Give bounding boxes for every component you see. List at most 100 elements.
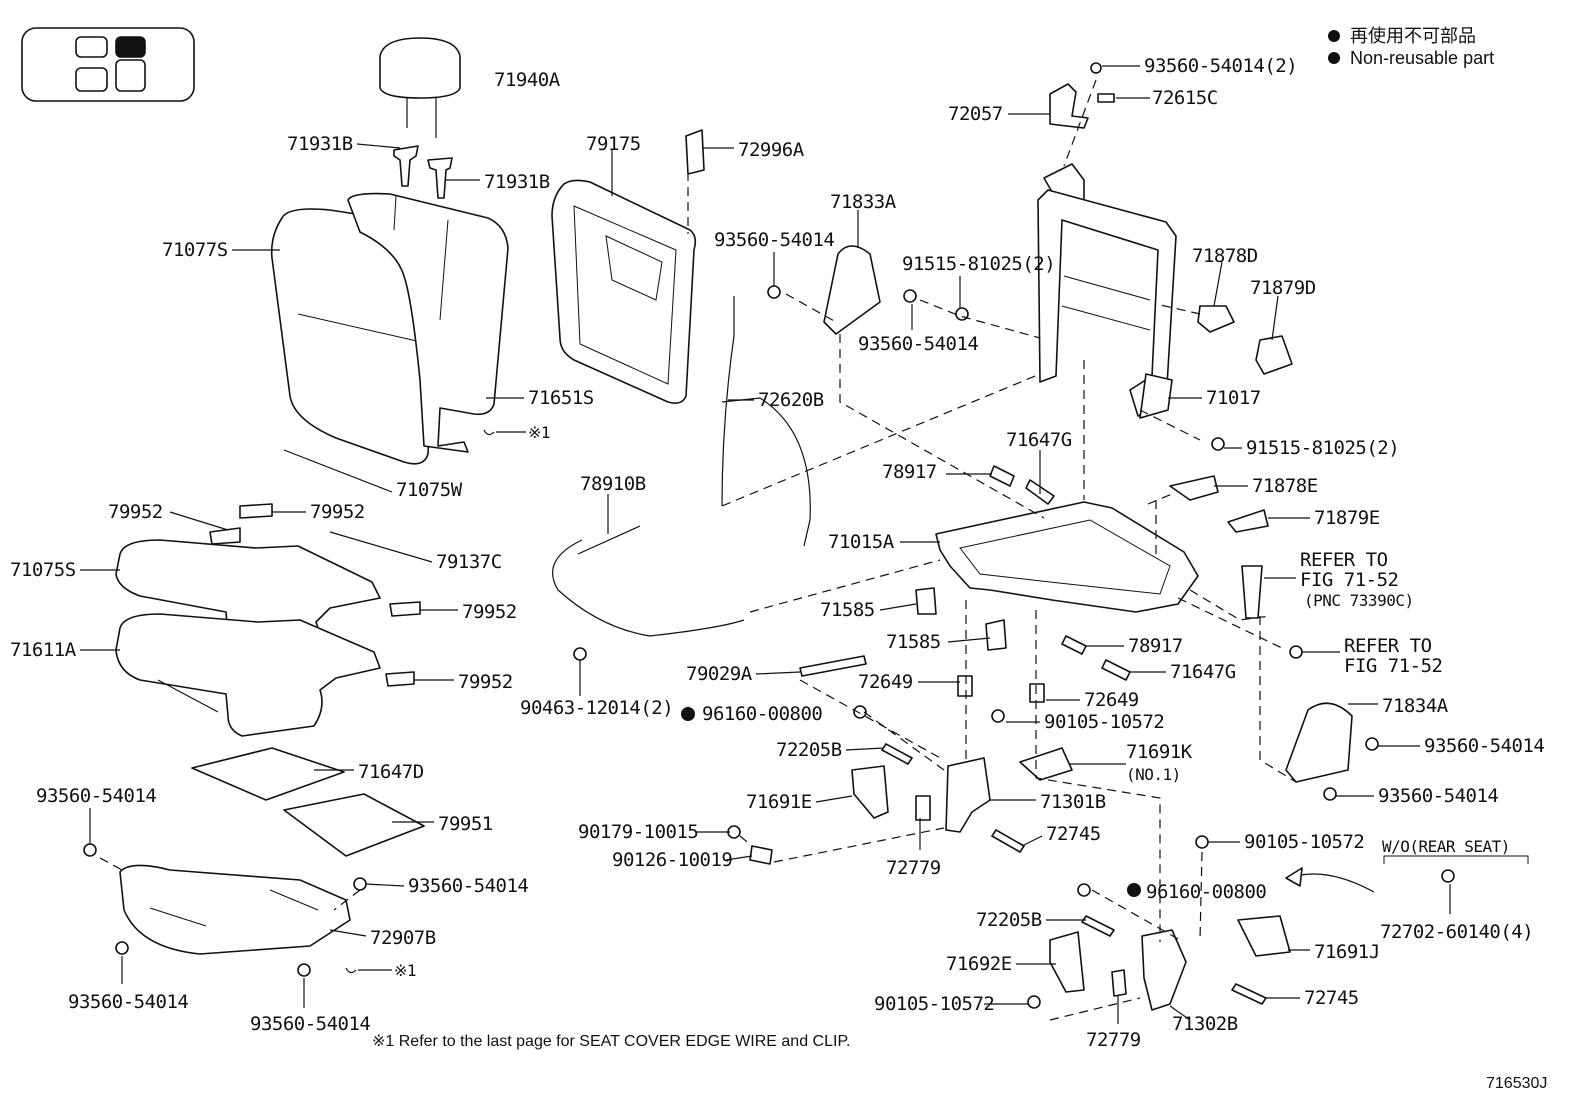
leader-line [329, 531, 433, 563]
part-label-71879d: 71879D [1250, 277, 1316, 299]
part-label-72779: 72779 [1086, 1029, 1141, 1051]
seatback-cover-71077S [270, 208, 439, 465]
cushion-pan-72907B [119, 864, 351, 955]
leader-line [815, 795, 853, 803]
part-label-71691k: 71691K [1126, 741, 1193, 763]
part-label-79952: 79952 [108, 501, 163, 523]
leader-line [879, 603, 917, 611]
part-label-90179-10015: 90179-10015 [578, 821, 698, 843]
cover-71833A [823, 245, 881, 335]
part-label-71833a: 71833A [830, 191, 897, 213]
part-label-71879e: 71879E [1314, 507, 1380, 529]
spacer-71585-a [915, 587, 937, 615]
fasteners [83, 62, 1455, 1009]
hinge-71301B [945, 757, 991, 833]
part-label-71651s: 71651S [528, 387, 594, 409]
part-label-71017: 71017 [1206, 387, 1261, 409]
seat-position-indicator [21, 27, 195, 102]
legend-line-1: 再使用不可部品 [1350, 26, 1476, 46]
leader-line [725, 855, 753, 861]
non-reusable-dot-icon [1328, 52, 1340, 64]
part-label-72745: 72745 [1304, 987, 1359, 1009]
part-label-78917: 78917 [1128, 635, 1183, 657]
part-label-71585: 71585 [886, 631, 941, 653]
part-label-78917: 78917 [882, 461, 937, 483]
part-label-72779: 72779 [886, 857, 941, 879]
part-label-72615c: 72615C [1152, 87, 1218, 109]
headrest-71940A [379, 37, 461, 138]
seatback-pad-71651S [347, 192, 509, 453]
part-label-71647g: 71647G [1170, 661, 1236, 683]
part-label-71691e: 71691E [746, 791, 812, 813]
part-labels: 71940A71931B71931B71077S71651S71075W7917… [10, 55, 1545, 1051]
cushion-sheets [191, 503, 425, 857]
cable-72620B [721, 296, 811, 547]
part-label-78910b: 78910B [580, 473, 646, 495]
part-label-79137c: 79137C [436, 551, 502, 573]
part-label-72907b: 72907B [370, 927, 436, 949]
non-reusable-dot-icon [1328, 30, 1340, 42]
part-label-71647g: 71647G [1006, 429, 1072, 451]
dashed-assembly-lines [99, 79, 1297, 1021]
part-label-93560-54014: 93560-54014 [408, 875, 528, 897]
cover-71834A [1285, 702, 1353, 783]
part-label-72702-601404: 72702-60140(4) [1380, 921, 1533, 943]
leader-line [169, 511, 229, 531]
part-label-72649: 72649 [858, 671, 913, 693]
non-reusable-dot-icon [1127, 883, 1141, 897]
part-label-71834a: 71834A [1382, 695, 1449, 717]
cover-71879D [1255, 335, 1293, 375]
part-label-71302b: 71302B [1172, 1013, 1238, 1035]
part-label-71611a: 71611A [10, 639, 77, 661]
hinges-and-brackets [851, 565, 1291, 1011]
wo-rear-seat-label: W/O(REAR SEAT) [1382, 837, 1510, 856]
part-label-93560-54014: 93560-54014 [1424, 735, 1544, 757]
leader-line [365, 883, 405, 887]
part-label-72745: 72745 [1046, 823, 1101, 845]
part-label-93560-54014: 93560-54014 [1378, 785, 1498, 807]
leader-line [1169, 1005, 1191, 1021]
part-label-71878d: 71878D [1192, 245, 1258, 267]
wo-rear-seat-note: W/O(REAR SEAT) [1285, 837, 1529, 893]
part-label-91515-810252: 91515-81025(2) [902, 253, 1055, 275]
leader-line [1213, 261, 1223, 307]
clip-reference-marks: ※1 ※1 [345, 423, 551, 980]
pad-79952-d [385, 671, 415, 687]
cover-71691J [1237, 915, 1291, 957]
part-label-93560-54014: 93560-54014 [36, 785, 156, 807]
cushion-frame-71015A [935, 501, 1199, 613]
sheet-79951 [283, 793, 425, 857]
leader-line [1021, 835, 1043, 847]
cover-71878E [1169, 475, 1219, 501]
part-label-93560-54014: 93560-54014 [68, 991, 188, 1013]
part-label-72057: 72057 [948, 103, 1003, 125]
part-label-79029a: 79029A [686, 663, 753, 685]
part-label-72620b: 72620B [758, 389, 824, 411]
part-label-91515-810252: 91515-81025(2) [1246, 437, 1399, 459]
part-label-79951: 79951 [438, 813, 493, 835]
part-label-71691j: 71691J [1314, 941, 1380, 963]
part-label-71301b: 71301B [1040, 791, 1106, 813]
part-label-93560-54014: 93560-54014 [858, 333, 978, 355]
seatback-frame-71017 [1037, 163, 1177, 419]
leader-line [947, 637, 991, 643]
recliner-handle-72057 [1049, 83, 1089, 129]
part-label-fig71-52: FIG 71-52 [1300, 569, 1398, 591]
leader-lines [80, 65, 1451, 1024]
part-label-fig71-52: FIG 71-52 [1344, 655, 1442, 677]
cover-71878D [1197, 305, 1235, 333]
part-label-90105-10572: 90105-10572 [1244, 831, 1364, 853]
part-label-93560-54014: 93560-54014 [714, 229, 834, 251]
part-label-71075s: 71075S [10, 559, 76, 581]
cover-71879E [1227, 509, 1269, 533]
part-label-71931b: 71931B [484, 171, 550, 193]
seat-cushion-covers [115, 539, 381, 737]
leader-line [755, 671, 801, 675]
leader-line [283, 449, 393, 493]
belt-buckle-73390C [1241, 565, 1263, 619]
spacer-71585-b [985, 619, 1007, 651]
figure-id: 716530J [1486, 1075, 1547, 1092]
part-label-90105-10572: 90105-10572 [1044, 711, 1164, 733]
part-label-71585: 71585 [820, 599, 875, 621]
